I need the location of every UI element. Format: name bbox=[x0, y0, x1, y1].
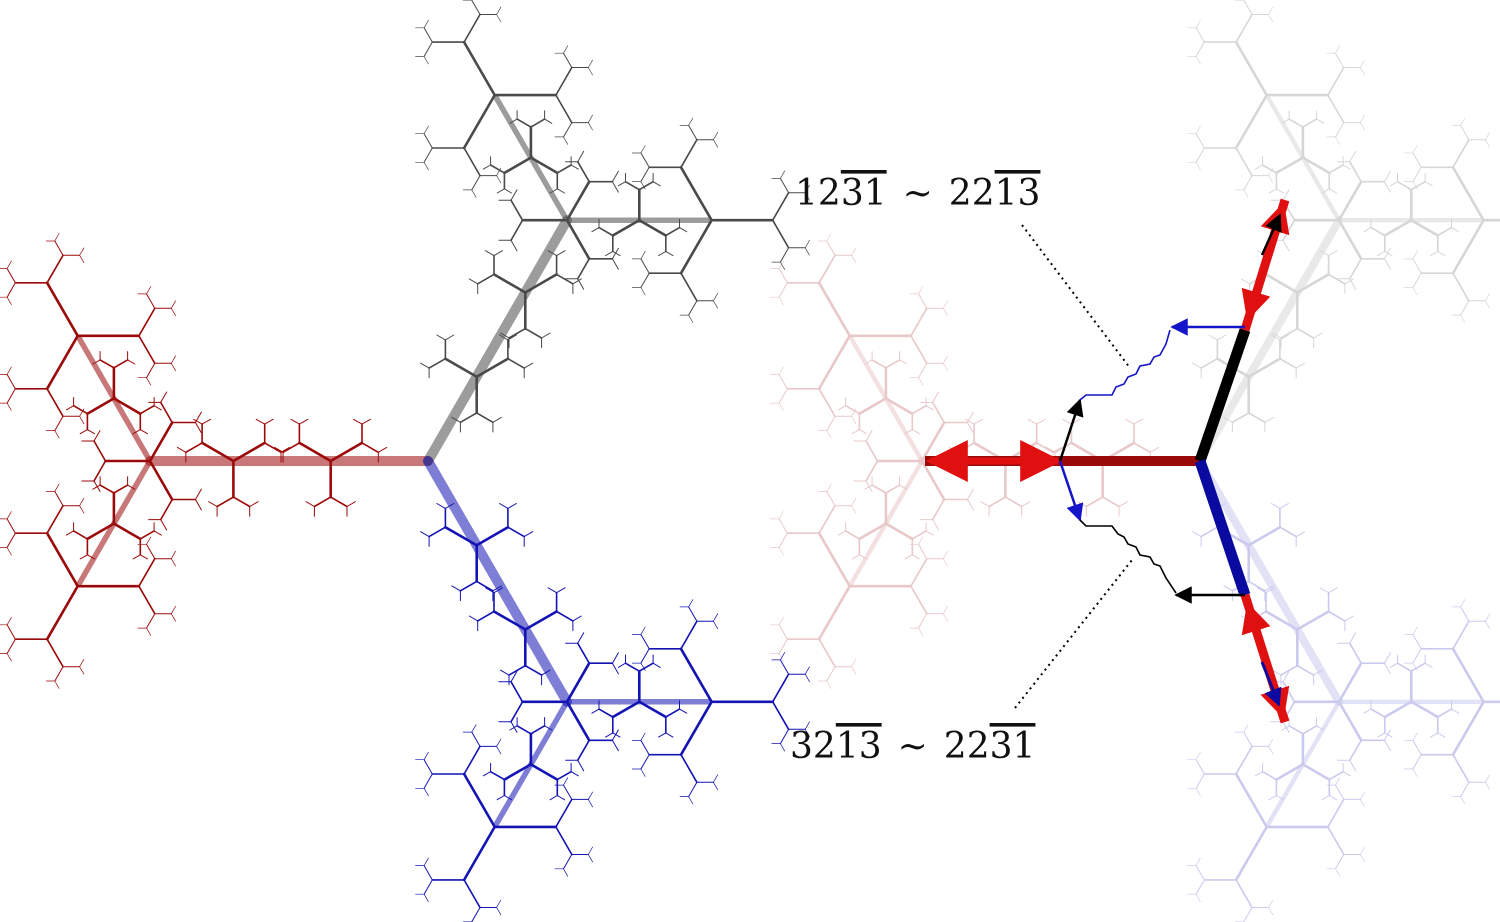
svg-text:3213∼2231: 3213 ∼ 2231 bbox=[790, 726, 1035, 767]
bottom-label-prefix-b: 22 bbox=[944, 726, 990, 767]
bottom-equivalence-label: 3213 ∼ 2231 bbox=[790, 726, 1035, 767]
top-label-relation: ∼ bbox=[903, 173, 933, 214]
lower-zigzag-path bbox=[1079, 519, 1177, 594]
bottom-label-prefix-a: 32 bbox=[790, 726, 836, 767]
bottom-label-pointer bbox=[1014, 559, 1133, 709]
bottom-label-relation: ∼ bbox=[898, 726, 928, 767]
left-fractal-tree bbox=[0, 0, 810, 922]
bottom-label-overline-b: 31 bbox=[990, 726, 1036, 767]
bottom-label-overline-a: 13 bbox=[836, 726, 882, 767]
top-label-overline-b: 13 bbox=[995, 173, 1041, 214]
highlight-edges bbox=[925, 198, 1290, 724]
top-label-overline-a: 31 bbox=[841, 173, 887, 214]
svg-text:1231∼2213: 1231 ∼ 2213 bbox=[795, 173, 1040, 214]
black-arrow-up-left bbox=[1058, 398, 1084, 462]
upper-zigzag-path bbox=[1079, 329, 1171, 401]
top-label-prefix-b: 22 bbox=[949, 173, 995, 214]
black-arrow-top bbox=[1260, 213, 1282, 256]
top-label-pointer bbox=[1021, 224, 1131, 369]
blue-arrow-down-left bbox=[1058, 460, 1084, 522]
black-edge-upper bbox=[1194, 328, 1251, 463]
top-label-prefix-a: 12 bbox=[795, 173, 841, 214]
blue-edge-lower bbox=[1194, 459, 1251, 597]
blue-arrow-bottom bbox=[1260, 661, 1282, 707]
top-equivalence-label: 1231 ∼ 2213 bbox=[795, 173, 1040, 214]
